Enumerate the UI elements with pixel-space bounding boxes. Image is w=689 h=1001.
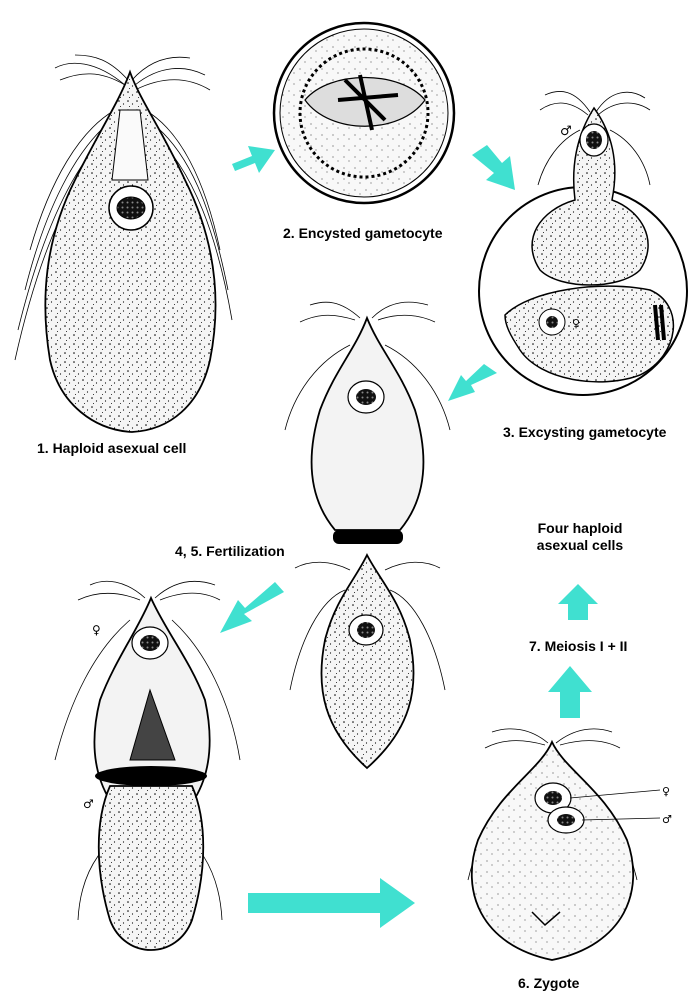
cell-zygote: ♀ ♂ [468,729,672,960]
label-result: Four haploid asexual cells [525,520,635,554]
arrow-1-to-2 [232,146,275,173]
pair-junction-ring [95,766,207,786]
arrow-3-to-4 [448,364,497,401]
label-stage3: 3. Excysting gametocyte [503,424,666,441]
label-stage2: 2. Encysted gametocyte [283,225,443,242]
arrow-meiosis-lower [548,666,592,718]
label-stage1: 1. Haploid asexual cell [37,440,186,457]
cell-haploid-asexual [15,55,232,432]
male-symbol-pair: ♂ [83,797,94,811]
male-symbol-zygote: ♂ [662,813,672,826]
cell-fertilization-pair [285,302,450,768]
label-result-line1: Four haploid [525,520,635,537]
label-stage7: 7. Meiosis I + II [529,638,627,655]
arrow-pair-to-zygote [248,878,415,928]
label-stage6: 6. Zygote [518,975,579,992]
label-result-line2: asexual cells [525,537,635,554]
arrow-meiosis-upper [558,584,598,620]
arrow-2-to-3 [472,145,515,190]
cell-encysted-gametocyte [274,23,454,203]
female-symbol-pair: ♀ [92,623,101,637]
cell4-body [312,318,424,530]
pair-male-body [99,786,204,950]
female-symbol-zygote: ♀ [662,785,670,798]
zygote-body [472,742,633,960]
label-stage45: 4, 5. Fertilization [175,543,285,560]
cell-conjugating-pair: ♀ ♂ [55,581,240,950]
cell5-body [321,555,413,768]
arrow-4-to-pair [220,582,284,633]
female-symbol-cell3: ♀ [572,317,580,330]
cell-excysting-gametocyte: ♂ ♀ [479,91,687,395]
male-symbol-cell3: ♂ [560,124,572,139]
fusion-band [333,530,403,544]
